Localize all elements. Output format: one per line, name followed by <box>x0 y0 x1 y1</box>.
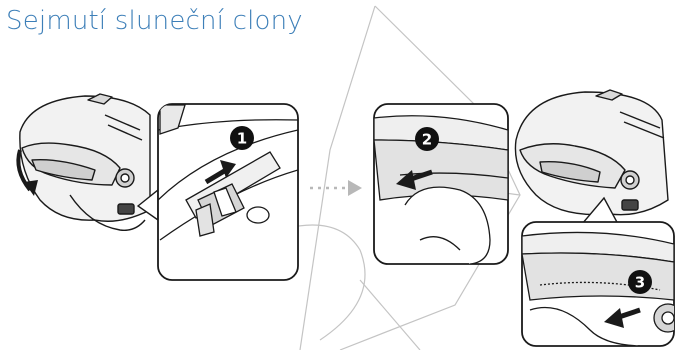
helmet-left <box>20 94 150 230</box>
detail-panel-step-3: 3 <box>522 222 680 346</box>
step-2-number: 2 <box>422 131 432 149</box>
step-badge-2: 2 <box>415 127 439 151</box>
detail-panel-step-1: 1 <box>158 104 298 280</box>
sequence-arrow-icon <box>310 180 362 196</box>
step-3-number: 3 <box>635 274 645 292</box>
step-badge-3: 3 <box>628 270 652 294</box>
helmet-right <box>515 90 668 215</box>
step-badge-1: 1 <box>230 126 254 150</box>
step-1-number: 1 <box>237 130 247 148</box>
detail-panel-step-2: 2 <box>374 104 508 264</box>
